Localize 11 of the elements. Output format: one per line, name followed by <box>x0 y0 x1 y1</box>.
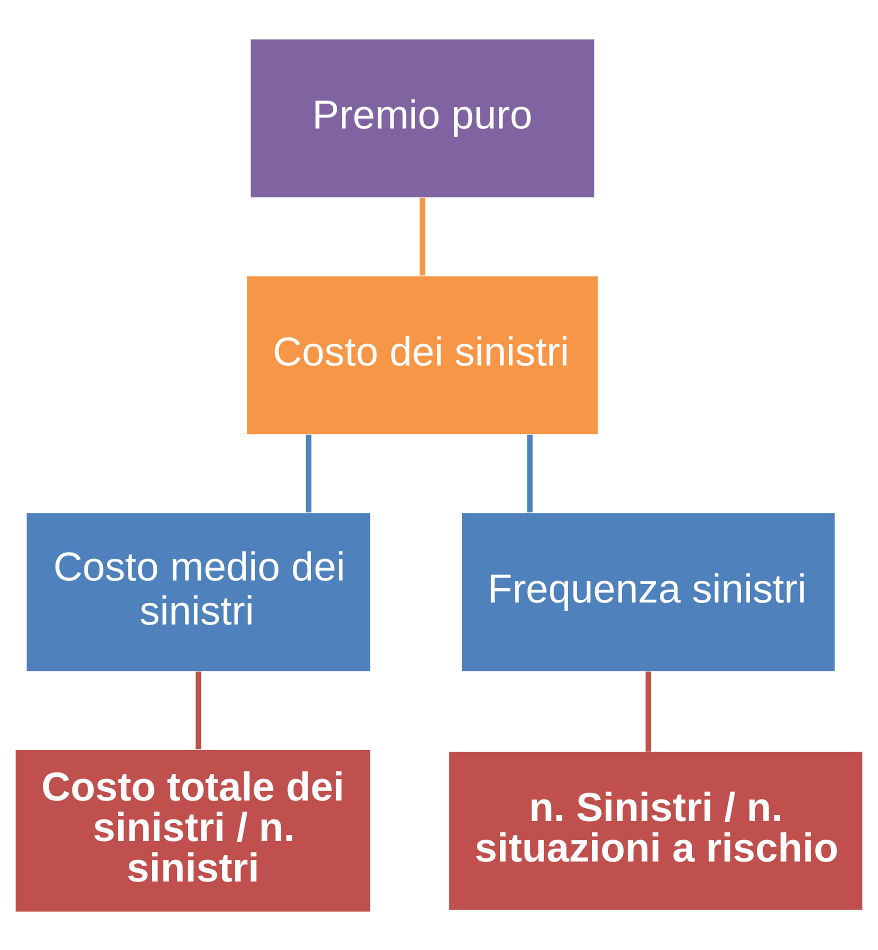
node-box: Costo totale dei sinistri / n. sinistri <box>16 750 370 912</box>
node-box: Premio puro <box>250 38 594 197</box>
connector <box>420 197 426 275</box>
node-box: n. Sinistri / n. situazioni a rischio <box>449 751 862 910</box>
node-box: Costo dei sinistri <box>247 276 598 434</box>
connector <box>306 434 312 512</box>
node-box: Frequenza sinistri <box>462 512 835 671</box>
connector <box>527 434 533 512</box>
node-box: Costo medio dei sinistri <box>26 512 370 671</box>
connector <box>196 671 202 749</box>
connector <box>646 671 652 752</box>
